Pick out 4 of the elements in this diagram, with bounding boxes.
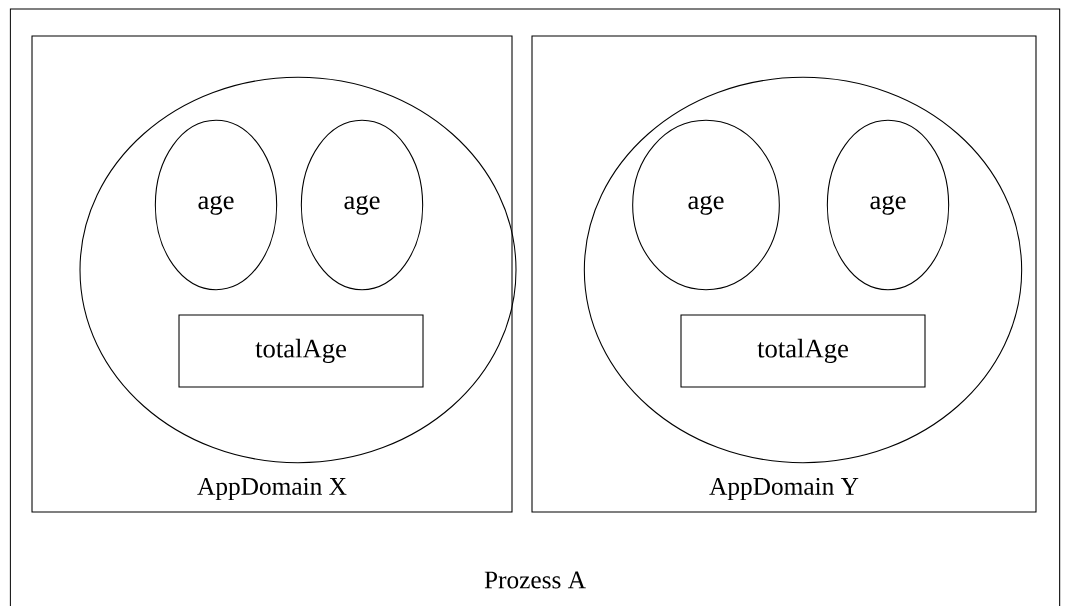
object-ellipse — [79, 76, 517, 464]
variable-box: totalAge — [680, 314, 926, 388]
object-ellipse — [583, 76, 1023, 464]
variable-box: totalAge — [178, 314, 424, 388]
